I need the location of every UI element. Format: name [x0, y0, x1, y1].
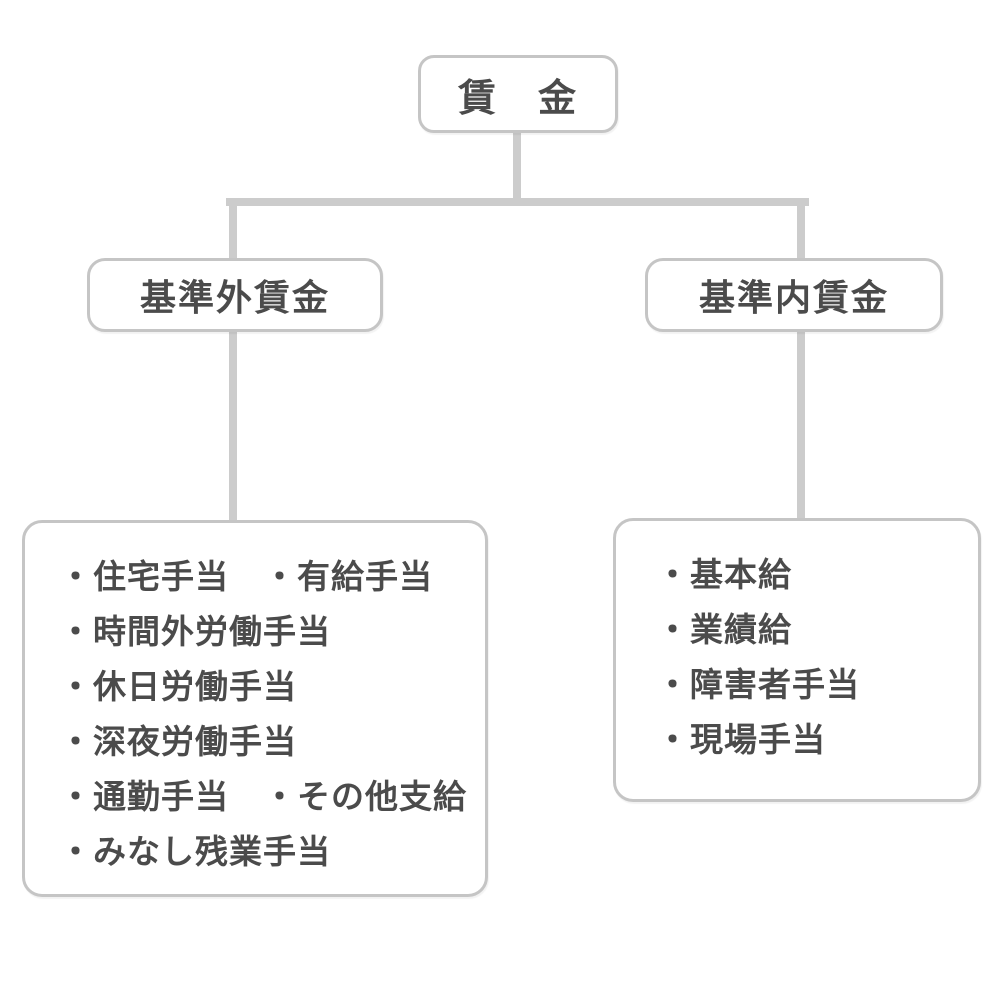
- branch-title-non-standard-wages: 基準外賃金: [87, 258, 383, 332]
- list-item: ・業績給: [656, 610, 792, 649]
- list-item: ・通勤手当 ・その他支給: [59, 777, 467, 816]
- branch-title-label: 基準内賃金: [698, 278, 889, 319]
- list-item: ・基本給: [656, 555, 792, 594]
- list-item: ・深夜労働手当: [59, 722, 297, 761]
- root-node-label: 賃 金: [457, 75, 578, 120]
- connector-right-lower-stem: [797, 328, 805, 522]
- connector-right-upper-stem: [797, 198, 805, 262]
- list-item: ・現場手当: [656, 720, 826, 759]
- root-node-wages: 賃 金: [418, 55, 618, 133]
- connector-root-stem: [513, 130, 521, 206]
- list-items: ・基本給 ・業績給 ・障害者手当 ・現場手当: [616, 521, 978, 767]
- connector-left-upper-stem: [229, 198, 237, 262]
- list-item: ・時間外労働手当: [59, 612, 331, 651]
- list-item: ・みなし残業手当: [59, 832, 331, 871]
- list-items: ・住宅手当 ・有給手当 ・時間外労働手当 ・休日労働手当 ・深夜労働手当 ・通勤…: [25, 523, 485, 879]
- list-item: ・住宅手当 ・有給手当: [59, 557, 433, 596]
- list-item: ・休日労働手当: [59, 667, 297, 706]
- branch-title-label: 基準外賃金: [139, 278, 330, 319]
- branch-title-standard-wages: 基準内賃金: [645, 258, 943, 332]
- connector-horizontal-bar: [226, 198, 809, 206]
- list-box-non-standard-wages: ・住宅手当 ・有給手当 ・時間外労働手当 ・休日労働手当 ・深夜労働手当 ・通勤…: [22, 520, 488, 897]
- list-box-standard-wages: ・基本給 ・業績給 ・障害者手当 ・現場手当: [613, 518, 981, 802]
- list-item: ・障害者手当: [656, 665, 860, 704]
- connector-left-lower-stem: [229, 328, 237, 524]
